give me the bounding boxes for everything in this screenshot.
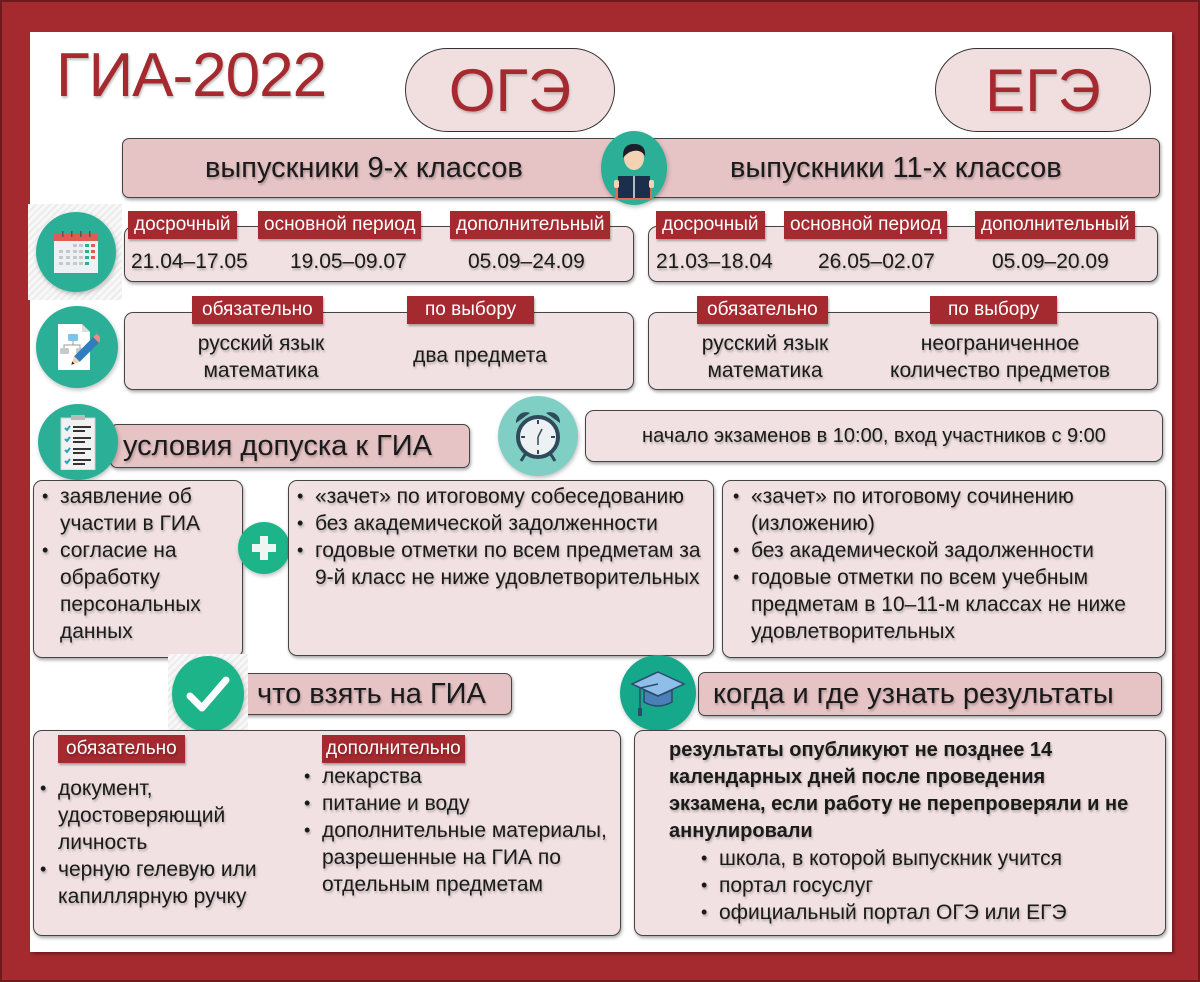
results-source-item: официальный портал ОГЭ или ЕГЭ — [697, 899, 1145, 926]
oge-date-main: 19.05–09.07 — [290, 250, 407, 273]
ege-subjects-box — [648, 312, 1158, 390]
ege-period-main-tag: основной период — [784, 211, 948, 239]
subject-math: математика — [203, 359, 319, 382]
ege-optional-line-2: количество предметов — [890, 359, 1110, 382]
bring-header: что взять на ГИА — [230, 673, 512, 715]
oge-period-early-tag: досрочный — [128, 211, 237, 239]
bring-mandatory-item: черную гелевую или капиллярную ручку — [36, 856, 296, 910]
admission-ege-item: годовые отметки по всем учебным предмета… — [729, 564, 1159, 645]
graduation-cap-icon — [620, 655, 696, 731]
results-title: когда и где узнать результаты — [713, 677, 1114, 710]
results-source-item: школа, в которой выпускник учится — [697, 845, 1145, 872]
results-header: когда и где узнать результаты — [698, 672, 1162, 716]
ege-graduates: выпускники 11-х классов — [730, 151, 1062, 184]
oge-period-main-tag: основной период — [258, 211, 422, 239]
subject-russian: русский язык — [197, 332, 325, 355]
oge-graduates: выпускники 9-х классов — [205, 151, 523, 184]
admission-title: условия допуска к ГИА — [123, 429, 432, 462]
admission-oge-box: «зачет» по итоговому собеседованию без а… — [288, 480, 714, 656]
admission-ege-item: без академической задолженности — [729, 537, 1159, 564]
admission-oge-item: годовые отметки по всем предметам за 9-й… — [293, 537, 707, 591]
oge-subjects-box — [124, 312, 634, 390]
ege-optional-line-1: неограниченное — [920, 332, 1080, 355]
exam-time-text: начало экзаменов в 10:00, вход участнико… — [642, 424, 1106, 447]
oge-optional-subjects: два предмета — [413, 344, 547, 367]
ege-period-extra-tag: дополнительный — [975, 211, 1136, 239]
results-source-item: портал госуслуг — [697, 872, 1145, 899]
bring-additional-tag: дополнительно — [322, 735, 465, 763]
oge-mandatory-subjects: русский язык математика — [176, 330, 346, 384]
bring-additional-item: дополнительные материалы, разрешенные на… — [300, 817, 618, 898]
admission-oge-item: без академической задолженности — [293, 510, 707, 537]
ege-mandatory-tag: обязательно — [697, 296, 828, 324]
ege-label: ЕГЭ — [985, 56, 1101, 124]
oge-label: ОГЭ — [448, 56, 572, 124]
ege-date-main: 26.05–02.07 — [818, 250, 935, 273]
admission-oge-item: «зачет» по итоговому собеседованию — [293, 483, 707, 510]
bring-box: обязательно дополнительно документ, удос… — [33, 730, 621, 936]
admission-common-item: согласие на обработку персональных данны… — [38, 537, 236, 645]
admission-common-item: заявление об участии в ГИА — [38, 483, 236, 537]
ege-optional-tag: по выбору — [930, 296, 1058, 324]
admission-header: условия допуска к ГИА — [110, 424, 470, 468]
admission-ege-item: «зачет» по итоговому сочинению (изложени… — [729, 483, 1159, 537]
page-title: ГИА-2022 — [56, 41, 327, 110]
ege-optional-subjects: неограниченное количество предметов — [860, 330, 1140, 384]
checklist-icon — [38, 404, 118, 480]
ege-date-extra: 05.09–20.09 — [992, 250, 1109, 273]
oge-pill: ОГЭ — [405, 48, 615, 132]
results-box: результаты опубликуют не позднее 14 кале… — [634, 730, 1166, 936]
ege-mandatory-subjects: русский язык математика — [680, 330, 850, 384]
checkmark-icon — [172, 656, 244, 732]
bring-title: что взять на ГИА — [257, 677, 486, 710]
oge-mandatory-tag: обязательно — [192, 296, 323, 324]
exam-time-box: начало экзаменов в 10:00, вход участнико… — [585, 410, 1163, 462]
bring-additional-item: питание и воду — [300, 790, 618, 817]
plus-icon — [238, 522, 290, 574]
oge-date-extra: 05.09–24.09 — [468, 250, 585, 273]
calendar-icon — [36, 212, 116, 292]
ege-pill: ЕГЭ — [935, 48, 1151, 132]
results-intro: результаты опубликуют не позднее 14 кале… — [669, 739, 1129, 842]
ege-date-early: 21.03–18.04 — [656, 250, 773, 273]
bring-mandatory-item: документ, удостоверяющий личность — [36, 775, 296, 856]
admission-ege-box: «зачет» по итоговому сочинению (изложени… — [722, 480, 1166, 658]
subject-russian: русский язык — [701, 332, 829, 355]
admission-common-box: заявление об участии в ГИА согласие на о… — [33, 480, 243, 658]
subject-math: математика — [707, 359, 823, 382]
document-edit-icon — [36, 306, 118, 388]
oge-date-early: 21.04–17.05 — [131, 250, 248, 273]
oge-optional-tag: по выбору — [407, 296, 535, 324]
bring-additional-item: лекарства — [300, 763, 618, 790]
alarm-clock-icon — [498, 396, 578, 476]
ege-period-early-tag: досрочный — [656, 211, 765, 239]
student-reading-icon — [601, 131, 667, 205]
bring-mandatory-tag: обязательно — [58, 735, 185, 763]
oge-period-extra-tag: дополнительный — [450, 211, 611, 239]
